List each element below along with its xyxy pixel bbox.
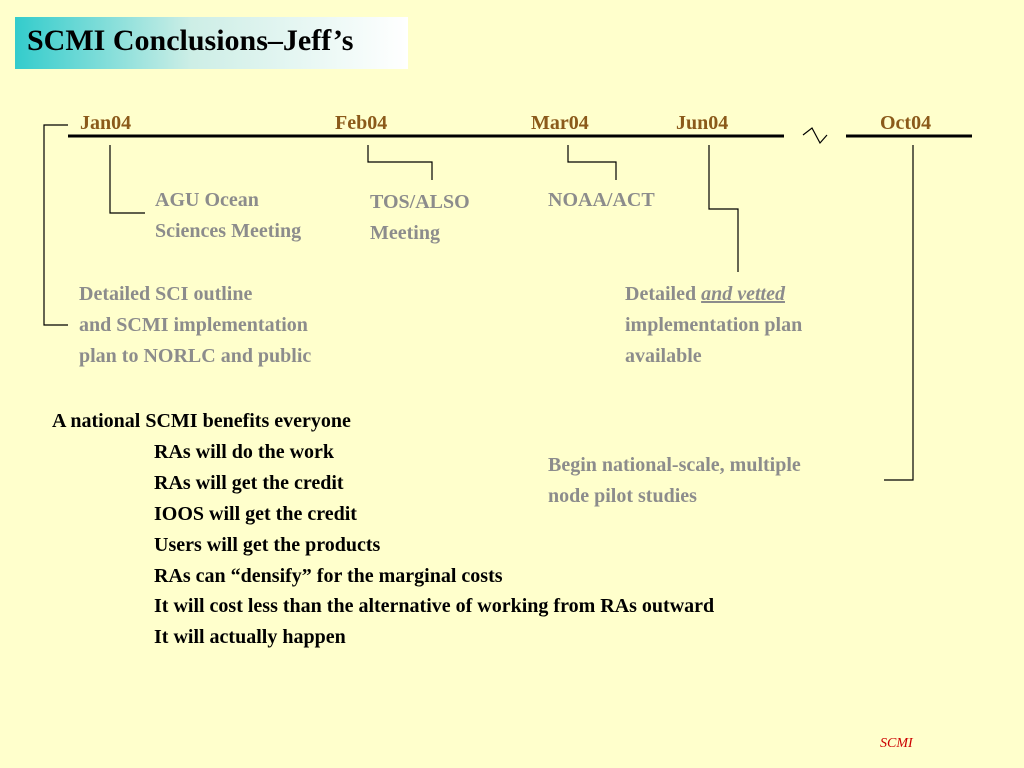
footer-label: SCMI <box>880 736 913 751</box>
conclusion-item: RAs can “densify” for the marginal costs <box>154 565 503 587</box>
note-line: and SCMI implementation <box>79 314 308 336</box>
timeline-break-mark <box>802 127 828 145</box>
conclusion-item: It will cost less than the alternative o… <box>154 595 715 617</box>
note-line: Detailed SCI outline <box>79 283 253 305</box>
month-label-oct04: Oct04 <box>880 112 932 134</box>
conclusion-item: IOOS will get the credit <box>154 503 357 525</box>
connector-pilot <box>884 145 914 481</box>
connector-vetted <box>708 145 739 272</box>
milestone-agu-meeting: AGU Ocean Sciences Meeting <box>155 185 301 247</box>
title-banner <box>15 17 408 69</box>
note-line: available <box>625 345 702 367</box>
note-line: Meeting <box>370 222 440 244</box>
connector-sci-outline <box>43 124 68 326</box>
note-line: node pilot studies <box>548 485 697 507</box>
note-line: NOAA/ACT <box>548 189 655 211</box>
conclusions-heading: A national SCMI benefits everyone <box>52 410 351 432</box>
connector-agu <box>109 145 145 214</box>
conclusion-item: RAs will get the credit <box>154 472 344 494</box>
conclusion-item: It will actually happen <box>154 626 346 648</box>
milestone-tos-meeting: TOS/ALSO Meeting <box>370 187 470 249</box>
conclusion-item: RAs will do the work <box>154 441 335 463</box>
note-line: Sciences Meeting <box>155 220 302 242</box>
month-label-feb04: Feb04 <box>335 112 388 134</box>
milestone-noaa-act: NOAA/ACT <box>548 185 655 216</box>
month-label-mar04: Mar04 <box>531 112 589 134</box>
note-line: TOS/ALSO <box>370 191 470 213</box>
note-line: Begin national-scale, multiple <box>548 454 801 476</box>
note-line: plan to NORLC and public <box>79 345 312 367</box>
slide-title: SCMI Conclusions–Jeff’s <box>27 24 354 57</box>
connector-tos <box>367 145 433 180</box>
note-line: AGU Ocean <box>155 189 259 211</box>
milestone-vetted-plan: Detailed and vetted implementation plan … <box>625 279 802 372</box>
conclusion-item: Users will get the products <box>154 534 381 556</box>
note-line: Detailed and vetted <box>625 279 802 310</box>
month-label-jun04: Jun04 <box>676 112 729 134</box>
connector-noaa <box>567 145 617 180</box>
note-emphasis: and vetted <box>701 283 785 305</box>
note-line: implementation plan <box>625 314 803 336</box>
milestone-sci-outline: Detailed SCI outline and SCMI implementa… <box>79 279 311 372</box>
milestone-pilot-studies: Begin national-scale, multiple node pilo… <box>548 450 801 512</box>
month-label-jan04: Jan04 <box>80 112 132 134</box>
note-prefix: Detailed <box>625 283 702 305</box>
